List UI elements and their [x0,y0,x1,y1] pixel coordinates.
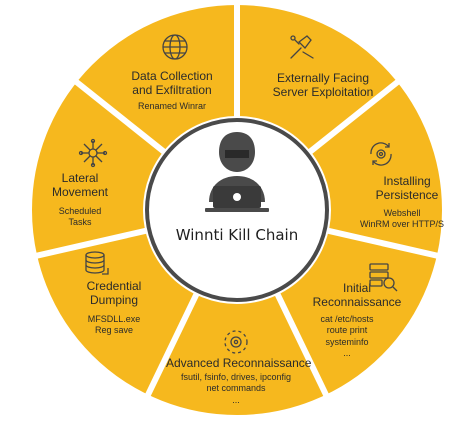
segment-detail-line: Renamed Winrar [137,101,207,111]
segment-installing-persistence-title: Installing Persistence [352,174,462,203]
segment-detail-line: WinRM over HTTP/S [359,219,444,230]
segment-detail-line: MFSDLL.exe [87,314,141,324]
segment-lateral-movement-details: Scheduled Tasks [40,206,120,229]
segment-title-line: Data Collection [131,69,213,83]
segment-title-line: Movement [51,184,109,199]
segment-detail-line: Webshell [383,208,421,218]
segment-detail-line: Tasks [68,217,92,228]
segment-detail-line: Reg save [94,325,134,336]
segment-credential-dumping-title: Credential Dumping [64,279,164,308]
segment-title-line: Reconnaissance [312,294,402,309]
segment-separator [144,291,200,398]
globe-icon [162,34,188,60]
segment-detail-line: cat /etc/hosts [320,314,374,324]
segment-advanced-recon-title: Advanced Reconnaissance [166,356,312,371]
segment-detail-line: net commands [206,383,266,394]
segment-detail-line: Scheduled [58,206,102,216]
segment-detail-line: systeminfo [325,336,369,347]
segment-initial-recon-details: cat /etc/hosts route print systeminfo ..… [302,314,392,359]
segment-separator [34,227,148,259]
network-hub-icon [78,138,108,168]
segment-separator [274,291,330,398]
segment-title-line: Server Exploitation [272,84,374,99]
segment-data-collection-title: Data Collection and Exfiltration [112,69,232,98]
segment-title-line: Persistence [375,187,439,202]
database-icon [85,251,109,275]
segment-lateral-movement-title: Lateral Movement [40,171,120,200]
segment-credential-dumping-details: MFSDLL.exe Reg save [64,314,164,337]
segment-separator [307,78,401,155]
gear-cycle-icon [224,330,248,354]
segment-separator [73,78,167,155]
center-title: Winnti Kill Chain [175,226,299,244]
segment-externally-facing-title: Externally Facing Server Exploitation [268,71,378,100]
segment-title-line: Initial [342,281,371,295]
segment-data-collection-details: Renamed Winrar [112,101,232,112]
segment-title-line: Dumping [89,292,139,307]
exploit-tool-icon [290,35,314,59]
segment-advanced-recon-details: fsutil, fsinfo, drives, ipconfig net com… [166,372,306,406]
segment-title-line: and Exfiltration [132,82,212,97]
segment-title-line: Credential [86,279,142,293]
segment-title-line: Installing [383,174,431,188]
segment-detail-line: fsutil, fsinfo, drives, ipconfig [180,372,292,382]
server-search-icon [369,263,398,292]
segment-title-line: Externally Facing [276,71,370,85]
segment-title-line: Lateral [61,171,99,185]
gear-refresh-icon [370,142,392,166]
segment-detail-line: ... [232,394,240,405]
segment-detail-line: ... [343,347,351,358]
segment-installing-persistence-details: Webshell WinRM over HTTP/S [342,208,462,231]
segment-title-line: Advanced Reconnaissance [166,356,312,370]
hacker-laptop-icon [205,132,269,212]
segment-initial-recon-title: Initial Reconnaissance [302,281,412,310]
segment-detail-line: route print [326,325,368,336]
segment-separator [326,227,440,259]
